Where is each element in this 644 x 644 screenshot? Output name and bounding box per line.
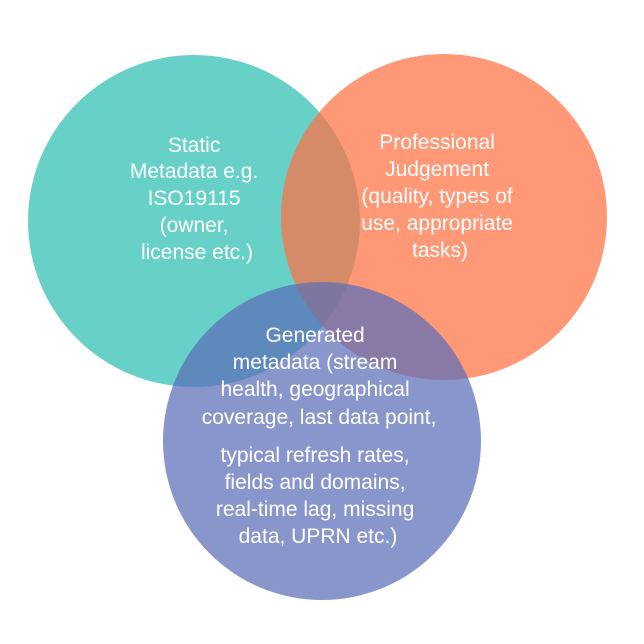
label-generated-metadata: Generated metadata (stream health, geogr… (202, 324, 443, 548)
circle-generated-metadata (163, 282, 481, 600)
label-professional-judgement: Professional Judgement (quality, types o… (361, 131, 519, 262)
label-static-metadata: Static Metadata e.g. ISO19115 (owner, li… (130, 134, 264, 264)
